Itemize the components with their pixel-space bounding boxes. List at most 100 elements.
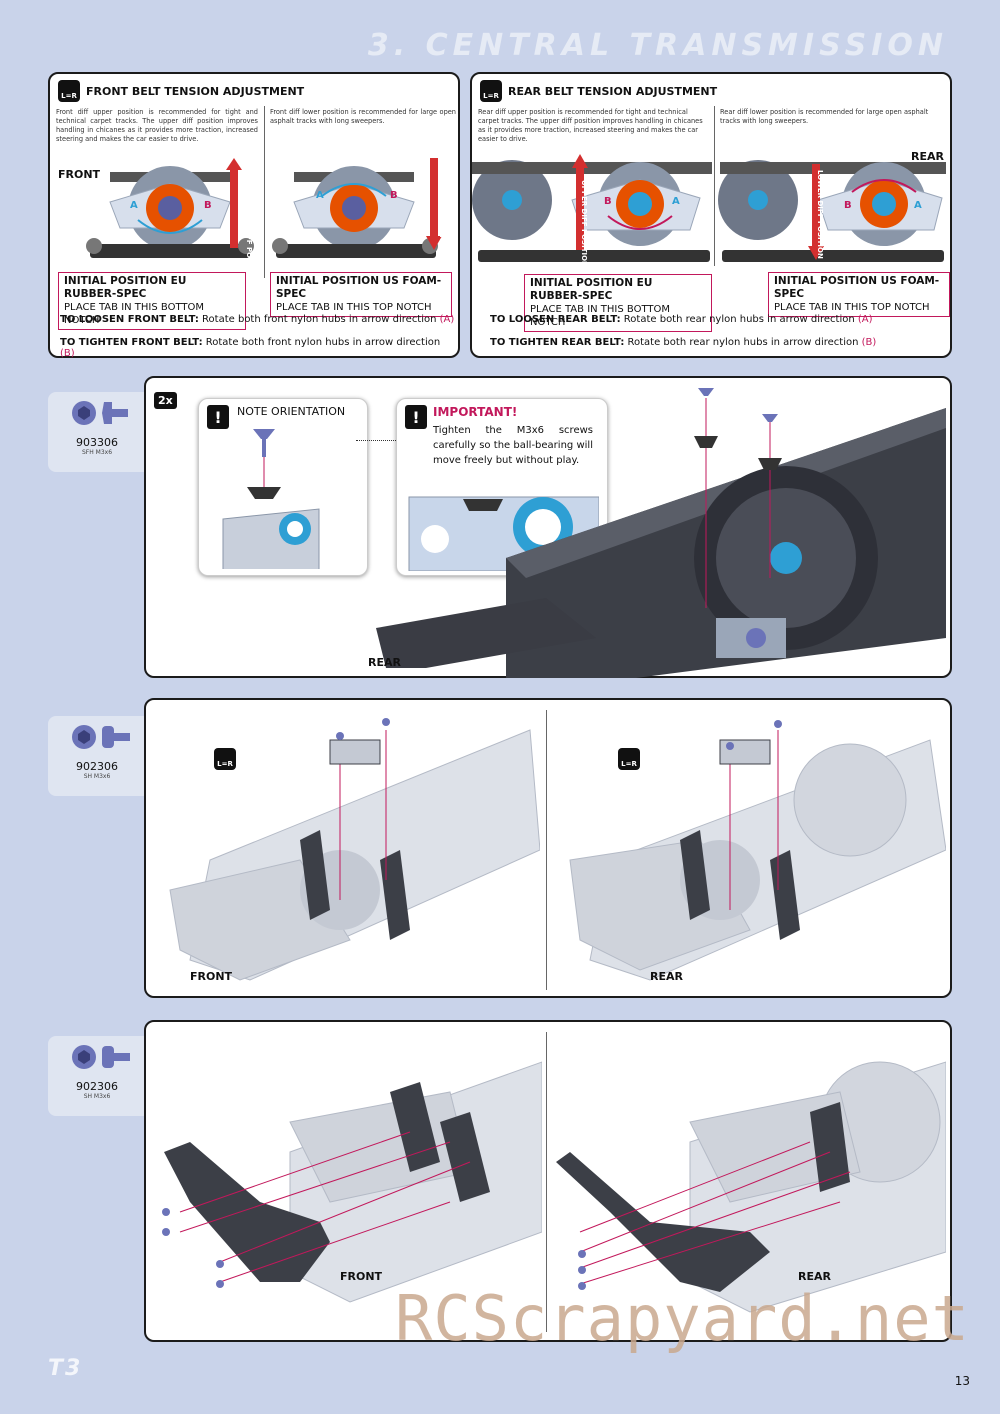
step2-panel: L=R L=R FRONT REAR — [144, 698, 952, 998]
step2-part-number: 902306 — [76, 760, 118, 773]
left-equals-right-icon: L=R — [480, 80, 502, 102]
front-side-tag: FRONT — [58, 168, 101, 181]
rear-belt-header: L=R REAR BELT TENSION ADJUSTMENT — [480, 80, 717, 102]
rear-init-us-box: INITIAL POSITION US FOAM-SPEC PLACE TAB … — [768, 272, 950, 317]
front-label-b-upper: B — [204, 200, 212, 211]
rear-tighten-text: Rotate both rear nylon hubs in arrow dir… — [627, 337, 859, 348]
front-init-us-text: PLACE TAB IN THIS TOP NOTCH — [276, 302, 432, 313]
front-divider — [264, 106, 265, 278]
rear-lower-arrow-label: LOWER DIFF POSITION — [816, 170, 824, 259]
rear-loosen-letter: (A) — [857, 314, 873, 325]
rear-side-tag: REAR — [911, 150, 944, 163]
cap-screw-icon — [72, 1045, 130, 1069]
step3-divider — [546, 1032, 547, 1332]
front-upper-description: Front diff upper position is recommended… — [56, 108, 258, 143]
rear-belt-panel: L=R REAR BELT TENSION ADJUSTMENT Rear di… — [470, 72, 952, 358]
rear-lower-description: Rear diff lower position is recommended … — [720, 108, 929, 125]
rear-init-us-text: PLACE TAB IN THIS TOP NOTCH — [774, 302, 930, 313]
left-equals-right-icon: L=R — [618, 748, 640, 770]
front-belt-header: L=R FRONT BELT TENSION ADJUSTMENT — [58, 80, 304, 102]
step1-part-card: 903306 SFH M3x6 — [48, 392, 146, 472]
front-label-a-lower: A — [316, 190, 324, 201]
front-tighten-letter: (B) — [60, 348, 75, 359]
rear-label-a-lower: A — [914, 200, 922, 211]
step2-rear-tag: REAR — [650, 970, 683, 983]
front-loosen-letter: (A) — [439, 314, 455, 325]
rear-tighten-instruction: TO TIGHTEN REAR BELT: Rotate both rear n… — [490, 337, 876, 348]
warning-icon: ! — [207, 405, 229, 429]
important-title: IMPORTANT! — [433, 405, 518, 419]
front-shock-tower-illustration — [162, 1061, 542, 1303]
step3-part-spec: SH M3x6 — [83, 1093, 111, 1100]
front-init-us-box: INITIAL POSITION US FOAM-SPEC PLACE TAB … — [270, 272, 452, 317]
front-init-eu-text: PLACE TAB IN THIS BOTTOM NOTCH — [64, 302, 204, 326]
page-number: 13 — [954, 1374, 970, 1388]
section-title: 3. CENTRAL TRANSMISSION — [367, 28, 948, 63]
front-label-b-lower: B — [390, 190, 398, 201]
step3-part-card: 902306 SH M3x6 — [48, 1036, 146, 1116]
front-belt-panel: L=R FRONT BELT TENSION ADJUSTMENT Front … — [48, 72, 460, 359]
rear-tighten-label: TO TIGHTEN REAR BELT: — [490, 337, 625, 348]
step2-part-spec: SH M3x6 — [83, 773, 111, 780]
step2-part-card: 902306 SH M3x6 — [48, 716, 146, 796]
rear-init-eu-text: PLACE TAB IN THIS BOTTOM NOTCH — [530, 304, 670, 328]
step1-part-spec: SFH M3x6 — [81, 449, 113, 456]
front-label-a-upper: A — [130, 200, 138, 211]
orientation-illustration — [222, 429, 320, 569]
front-tighten-text: Rotate both front nylon hubs in arrow di… — [205, 337, 441, 348]
rear-init-eu-title: INITIAL POSITION EU RUBBER-SPEC — [530, 277, 653, 302]
front-tighten-instruction: TO TIGHTEN FRONT BELT: Rotate both front… — [60, 337, 458, 359]
rear-shock-tower-illustration — [556, 1061, 946, 1313]
rear-init-eu-box: INITIAL POSITION EU RUBBER-SPEC PLACE TA… — [524, 274, 712, 332]
rear-diff-illustration: UPPER DIFF POSITION B A LOWER DIFF POSIT… — [472, 154, 946, 267]
rear-loosen-instruction: TO LOOSEN REAR BELT: Rotate both rear ny… — [490, 314, 873, 325]
rear-loosen-text: Rotate both rear nylon hubs in arrow dir… — [623, 314, 855, 325]
step2-divider — [546, 710, 547, 990]
front-loosen-instruction: TO LOOSEN FRONT BELT: Rotate both front … — [60, 314, 454, 325]
quantity-badge: 2x — [154, 392, 177, 409]
rear-bulkhead-assembly-illustration — [569, 720, 946, 981]
rear-lower-diff: LOWER DIFF POSITION B A — [718, 160, 946, 262]
rear-belt-title: REAR BELT TENSION ADJUSTMENT — [508, 84, 718, 98]
left-equals-right-icon: L=R — [214, 748, 236, 770]
rear-chassis-bearing-illustration — [376, 388, 946, 678]
step2-front-tag: FRONT — [190, 970, 233, 983]
watermark: RCScrapyard.net — [395, 1282, 970, 1355]
rear-loosen-label: TO LOOSEN REAR BELT: — [490, 314, 621, 325]
front-upper-arrow-label: UPPER DIFF POSITION — [245, 198, 253, 266]
step1-rear-tag: REAR — [368, 656, 401, 669]
step3-rear-tag: REAR — [798, 1270, 831, 1283]
front-diff-illustration: UPPER DIFF POSITION A B LOWER DIFF POSIT… — [86, 158, 446, 266]
front-tighten-label: TO TIGHTEN FRONT BELT: — [60, 337, 203, 348]
step3-panel: FRONT REAR — [144, 1020, 952, 1342]
rear-upper-arrow-label: UPPER DIFF POSITION — [580, 180, 588, 267]
step3-front-tag: FRONT — [340, 1270, 383, 1283]
brand-logo: T3 — [48, 1356, 83, 1381]
rear-tighten-letter: (B) — [861, 337, 877, 348]
rear-label-b-lower: B — [844, 200, 852, 211]
cap-screw-icon — [72, 725, 130, 749]
front-lower-description: Front diff lower position is recommended… — [270, 108, 456, 125]
front-upper-diff: UPPER DIFF POSITION A B — [86, 158, 254, 266]
front-init-eu-title: INITIAL POSITION EU RUBBER-SPEC — [64, 275, 187, 300]
note-orientation-title: NOTE ORIENTATION — [237, 405, 346, 418]
front-belt-title: FRONT BELT TENSION ADJUSTMENT — [86, 84, 305, 98]
rear-upper-description: Rear diff upper position is recommended … — [478, 108, 703, 143]
countersunk-screw-icon — [72, 401, 128, 425]
rear-divider — [714, 106, 715, 266]
front-lower-diff: LOWER DIFF POSITION A B — [272, 158, 446, 258]
rear-label-b-upper: B — [604, 196, 612, 207]
front-bulkhead-assembly-illustration — [169, 718, 540, 981]
note-orientation-callout: ! NOTE ORIENTATION — [198, 398, 368, 576]
front-loosen-text: Rotate both front nylon hubs in arrow di… — [202, 314, 437, 325]
front-init-eu-box: INITIAL POSITION EU RUBBER-SPEC PLACE TA… — [58, 272, 246, 330]
step1-part-number: 903306 — [76, 436, 118, 449]
front-lower-arrow-label: LOWER DIFF POSITION — [438, 168, 446, 257]
left-equals-right-icon: L=R — [58, 80, 80, 102]
step1-panel: 2x ! NOTE ORIENTATION ! IMPORTANT! Tight… — [144, 376, 952, 678]
rear-upper-diff: UPPER DIFF POSITION B A — [472, 154, 712, 267]
rear-label-a-upper: A — [672, 196, 680, 207]
front-loosen-label: TO LOOSEN FRONT BELT: — [60, 314, 199, 325]
callout-connector — [356, 440, 402, 441]
important-text: Tighten the M3x6 screws carefully so the… — [433, 425, 593, 466]
